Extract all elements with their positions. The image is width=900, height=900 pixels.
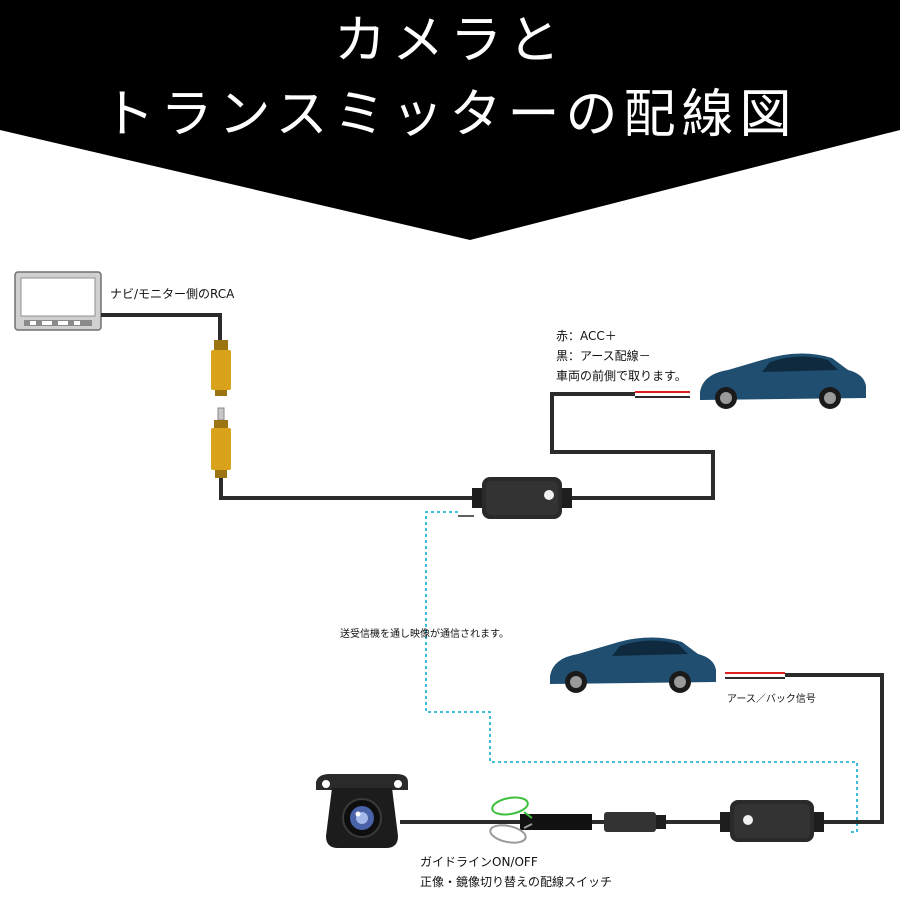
rear-signal-label: アース／バック信号 bbox=[727, 693, 816, 705]
transmitter-box-icon bbox=[720, 800, 824, 842]
car-icon bbox=[700, 353, 866, 409]
power-red-label: 赤：ACC＋ bbox=[556, 329, 617, 343]
guide-line-switch-label: ガイドラインON/OFF bbox=[420, 855, 538, 869]
header-chevron bbox=[0, 0, 900, 240]
monitor-icon bbox=[14, 271, 102, 331]
receiver-box-icon bbox=[458, 477, 572, 519]
power-black-label: 黒：アース配線－ bbox=[556, 348, 651, 363]
rca-to-receiver-cable bbox=[219, 478, 478, 500]
backup-camera-icon bbox=[316, 774, 408, 848]
inline-connector bbox=[604, 812, 656, 832]
mirror-switch-label: 正像・鏡像切り替えの配線スイッチ bbox=[420, 874, 612, 889]
monitor-rca-label: ナビ/モニター側のRCA bbox=[110, 287, 235, 301]
guide-line-switch-loop bbox=[491, 796, 529, 816]
title-line-1: カメラと bbox=[334, 11, 566, 71]
wireless-note-label: 送受信機を通し映像が通信されます。 bbox=[340, 627, 509, 640]
switch-wire-sleeve bbox=[520, 814, 592, 830]
car-icon bbox=[550, 637, 716, 693]
title-line-2: トランスミッターの配線図 bbox=[103, 85, 798, 145]
power-front-label: 車両の前側で取ります。 bbox=[556, 368, 687, 383]
rca-connector-bottom bbox=[211, 407, 231, 478]
header-banner: カメラと トランスミッターの配線図 bbox=[0, 0, 900, 240]
rca-connector-top bbox=[211, 340, 231, 396]
monitor-cable bbox=[101, 313, 222, 340]
mirror-switch-loop bbox=[489, 824, 527, 844]
rear-signal-cable bbox=[785, 673, 884, 824]
wireless-link-path bbox=[425, 511, 858, 833]
receiver-power-cable bbox=[550, 392, 715, 500]
